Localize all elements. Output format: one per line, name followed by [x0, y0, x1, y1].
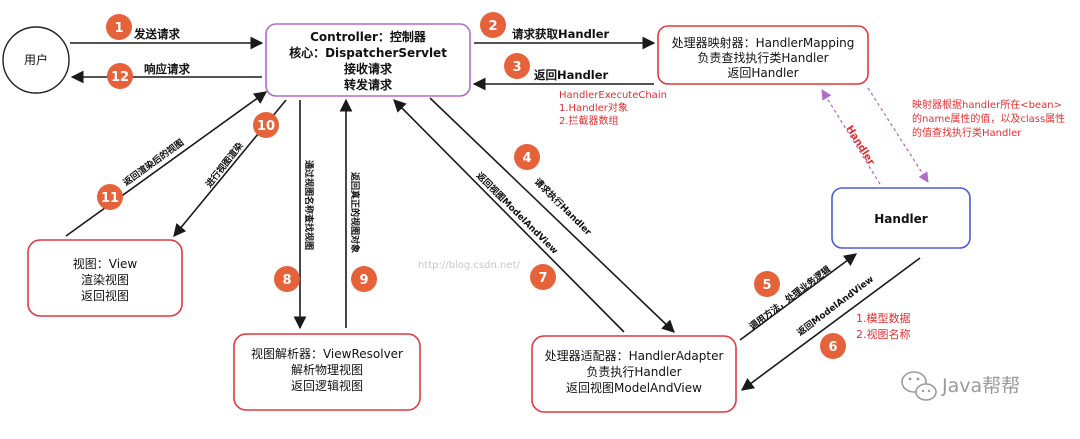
- controller-line-2: 核心：DispatcherServlet: [289, 45, 447, 60]
- resolver-line-1: 视图解析器：ViewResolver: [251, 346, 403, 361]
- branding: Java帮帮: [901, 371, 1020, 401]
- view-line-2: 渲染视图: [81, 272, 129, 287]
- controller-line-4: 转发请求: [344, 77, 393, 92]
- step-10-label: 进行视图渲染: [203, 139, 246, 190]
- step-11-number: 11: [101, 191, 119, 206]
- step-5-number: 5: [762, 278, 771, 293]
- controller-node: Controller：控制器 核心：DispatcherServlet 接收请求…: [265, 23, 471, 97]
- step-1-label: 发送请求: [133, 27, 180, 41]
- execution-chain-line-3: 2.拦截器数组: [559, 114, 619, 127]
- resolver-line-2: 解析物理视图: [291, 362, 363, 377]
- step-9-badge: 9: [351, 266, 377, 292]
- brand-text: Java帮帮: [941, 375, 1020, 397]
- step-8-label: 通过视图名称查找视图: [303, 160, 315, 250]
- execution-chain-note: HandlerExecuteChain 1.Handler对象 2.拦截器数组: [559, 90, 667, 127]
- step-9-number: 9: [359, 273, 368, 288]
- arrow-step-6: [740, 257, 921, 391]
- step-8-number: 8: [282, 273, 291, 288]
- mapper-rule-line-1: 映射器根据handler所在<bean>: [912, 98, 1062, 111]
- step-12-label: 响应请求: [144, 62, 190, 76]
- resolver-line-3: 返回逻辑视图: [291, 378, 363, 393]
- step-12-number: 12: [111, 70, 129, 85]
- step-4-number: 4: [522, 151, 531, 166]
- adapter-line-2: 负责执行Handler: [586, 365, 681, 379]
- execution-chain-line-1: HandlerExecuteChain: [559, 90, 667, 101]
- step-12-badge: 12: [107, 63, 133, 89]
- step-7-badge: 7: [530, 264, 556, 290]
- step-10-number: 10: [257, 119, 275, 134]
- step-11-label: 返回渲染后的视图: [121, 136, 186, 188]
- adapter-line-3: 返回视图ModelAndView: [566, 380, 702, 395]
- step-5-badge: 5: [754, 271, 780, 297]
- handler-label: Handler: [874, 212, 928, 226]
- handler-node: Handler: [831, 187, 971, 249]
- step-3-number: 3: [512, 60, 521, 75]
- step-4-badge: 4: [514, 144, 540, 170]
- step-1-badge: 1: [106, 14, 132, 40]
- mapper-rule-line-3: 的值查找执行类Handler: [912, 126, 1022, 139]
- step-6-number: 6: [828, 340, 837, 355]
- wechat-icon: [901, 371, 937, 401]
- step-9-label: 返回真正的视图对象: [349, 172, 361, 253]
- watermark-url: http://blog.csdn.net/: [418, 260, 520, 271]
- model-view-line-1: 1.模型数据: [856, 311, 911, 325]
- mapping-line-2: 负责查找执行类Handler: [697, 51, 828, 65]
- controller-line-3: 接收请求: [344, 61, 393, 76]
- dashed-arrow-handler-lookup: [867, 87, 929, 183]
- step-3-label: 返回Handler: [534, 68, 609, 82]
- view-node: 视图：View 渲染视图 返回视图: [27, 239, 183, 317]
- step-8-badge: 8: [274, 266, 300, 292]
- mapping-line-1: 处理器映射器：HandlerMapping: [672, 35, 855, 50]
- step-2-number: 2: [488, 19, 497, 34]
- view-resolver-node: 视图解析器：ViewResolver 解析物理视图 返回逻辑视图: [233, 333, 421, 411]
- step-4-label: 请求执行Handler: [532, 176, 595, 239]
- handler-mapping-node: 处理器映射器：HandlerMapping 负责查找执行类Handler 返回H…: [657, 25, 869, 85]
- controller-line-1: Controller：控制器: [310, 29, 427, 44]
- arrow-step-7: [393, 99, 625, 333]
- view-line-3: 返回视图: [81, 288, 129, 303]
- user-node: 用户: [2, 26, 70, 94]
- step-7-number: 7: [538, 271, 547, 286]
- view-line-1: 视图：View: [73, 256, 138, 271]
- mapping-line-3: 返回Handler: [727, 66, 798, 80]
- step-1-number: 1: [114, 21, 123, 36]
- arrow-step-11: [65, 91, 268, 237]
- step-11-badge: 11: [97, 184, 123, 210]
- adapter-line-1: 处理器适配器：HandlerAdapter: [545, 349, 724, 363]
- execution-chain-line-2: 1.Handler对象: [559, 101, 628, 114]
- dashed-handler-label: Handler: [843, 124, 876, 168]
- step-3-badge: 3: [504, 53, 530, 79]
- user-label: 用户: [24, 52, 48, 67]
- mapper-rule-note: 映射器根据handler所在<bean> 的name属性的值，以及class属性…: [912, 98, 1065, 139]
- arrow-step-5: [739, 253, 858, 341]
- arrow-step-4: [429, 97, 675, 333]
- model-view-note: 1.模型数据 2.视图名称: [856, 311, 911, 341]
- step-10-badge: 10: [253, 112, 279, 138]
- step-6-badge: 6: [820, 333, 846, 359]
- step-2-label: 请求获取Handler: [512, 27, 610, 41]
- handler-adapter-node: 处理器适配器：HandlerAdapter 负责执行Handler 返回视图Mo…: [531, 335, 737, 413]
- model-view-line-2: 2.视图名称: [856, 327, 911, 341]
- dashed-arrow-handler-return: [821, 89, 881, 185]
- step-2-badge: 2: [480, 12, 506, 38]
- mapper-rule-line-2: 的name属性的值，以及class属性: [912, 112, 1065, 125]
